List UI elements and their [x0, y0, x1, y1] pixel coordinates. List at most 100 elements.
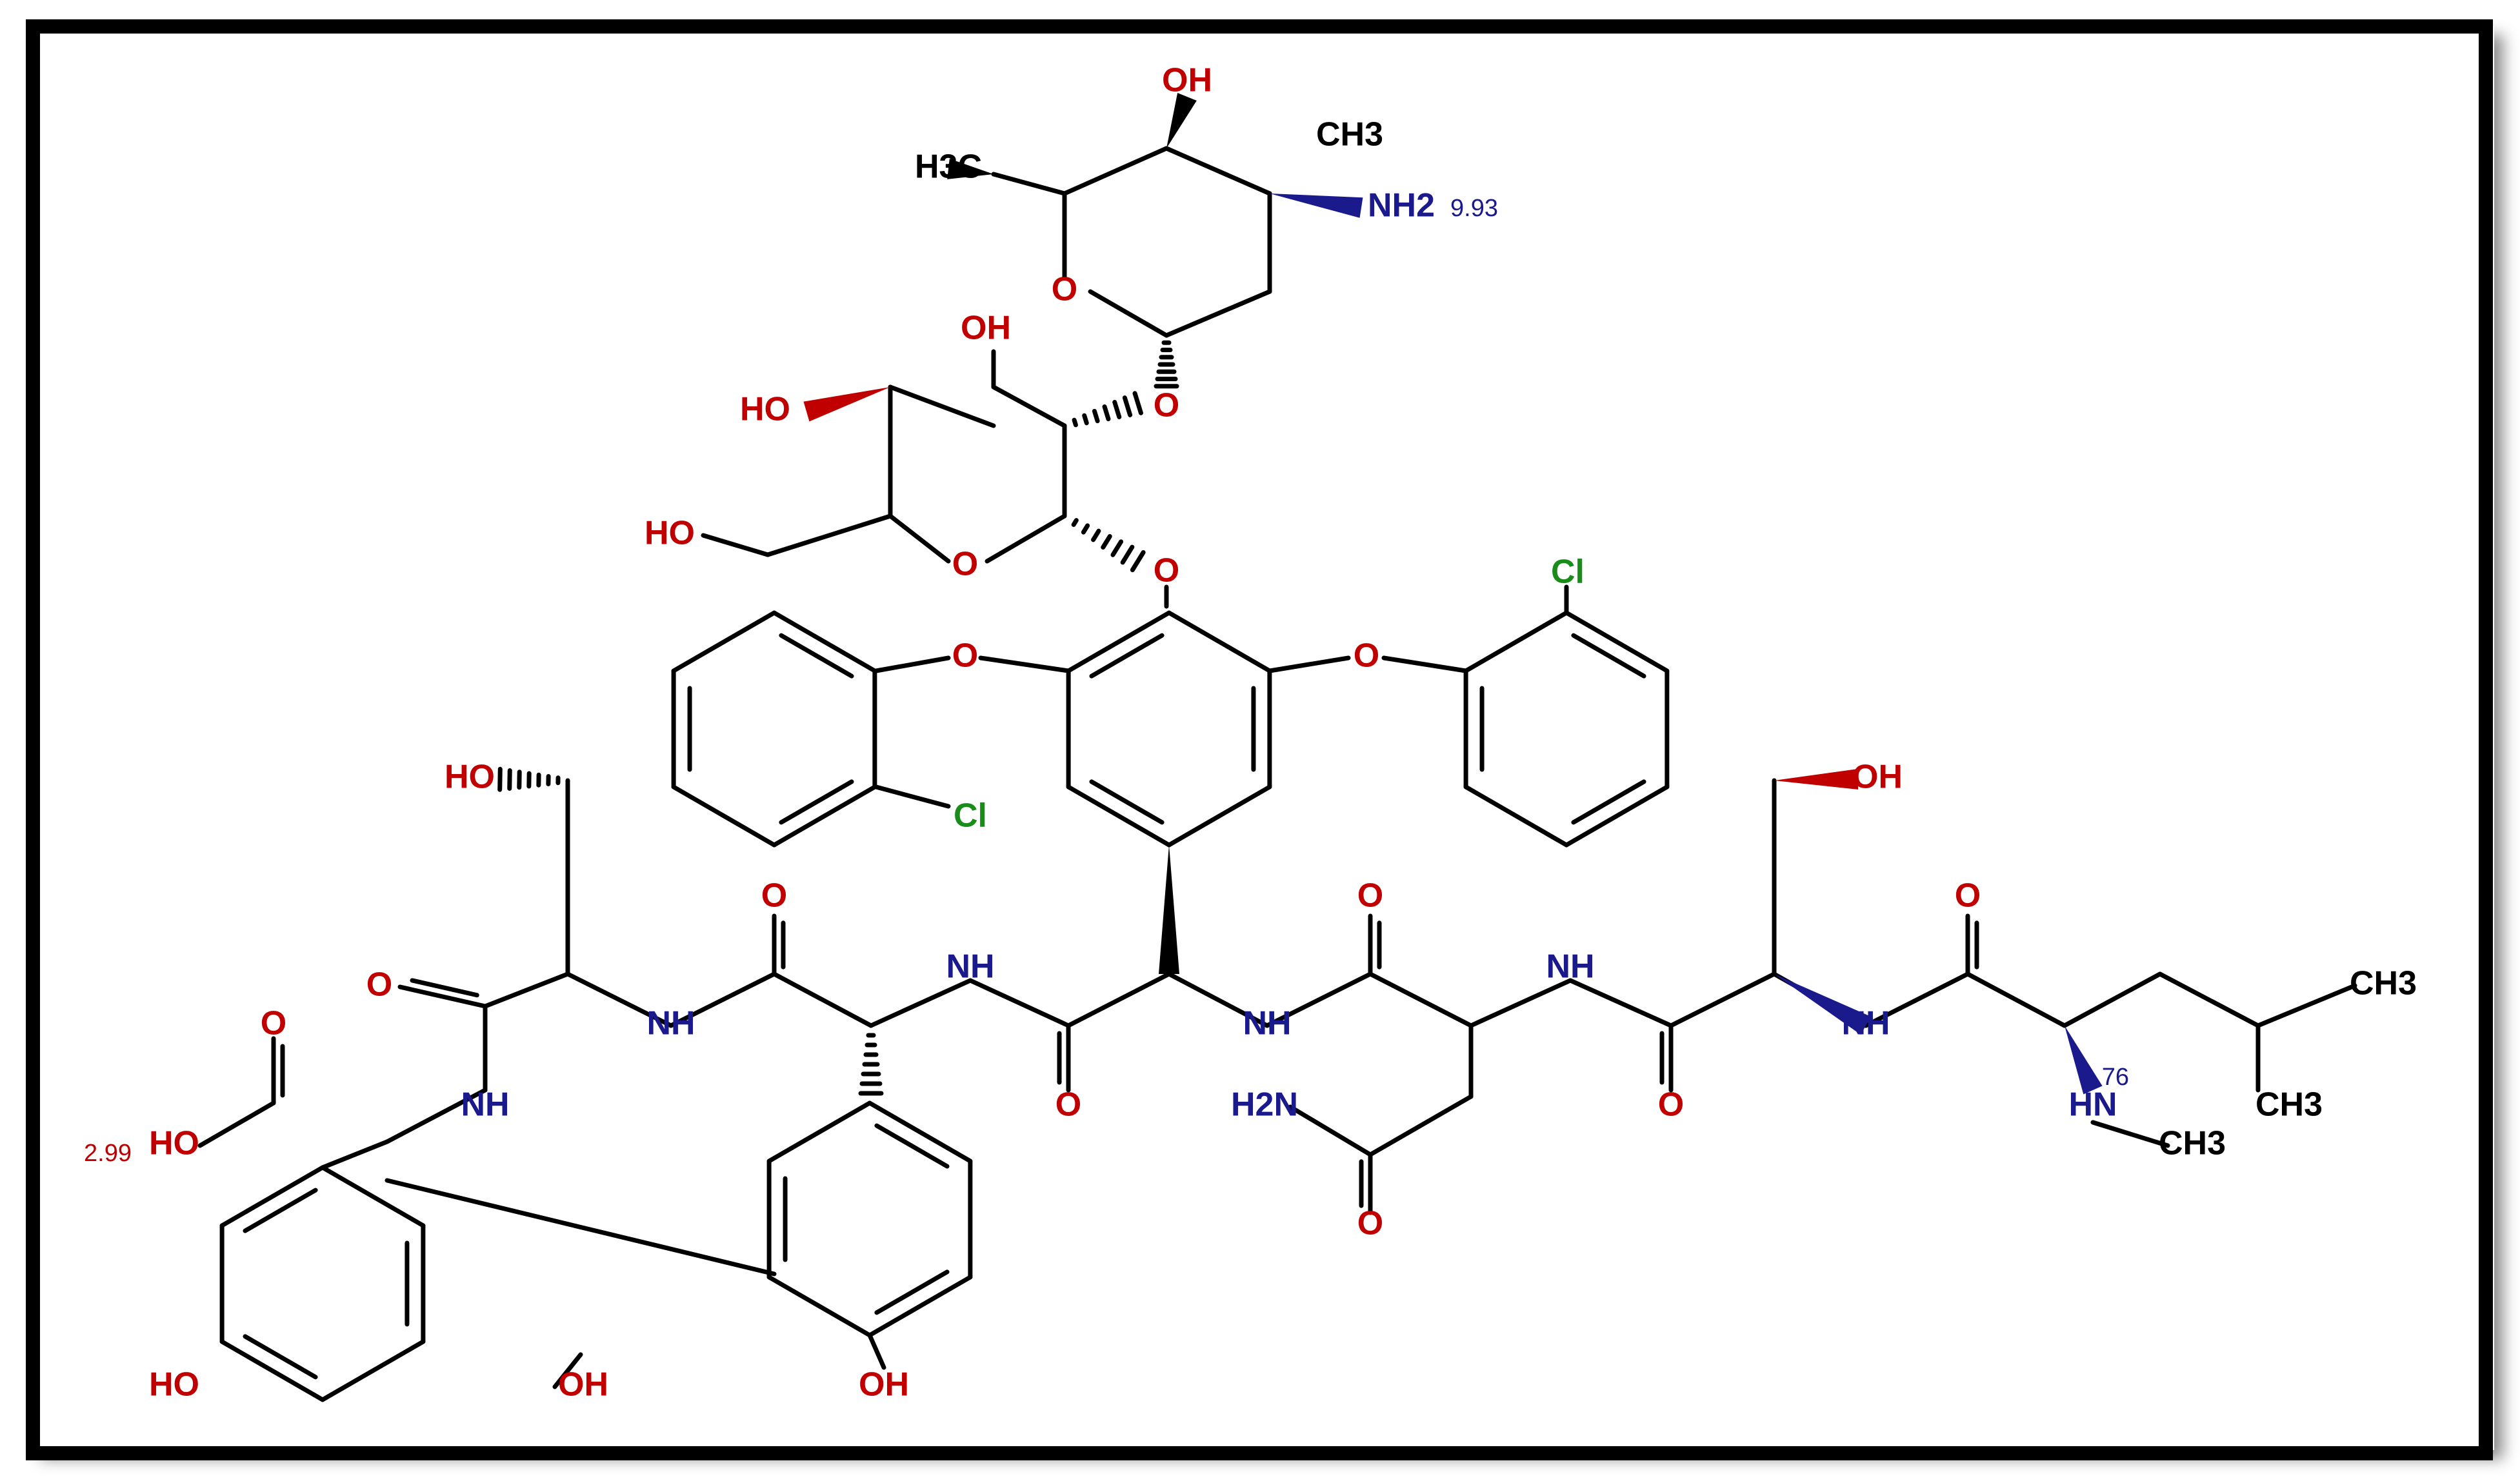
bond-79 — [1071, 518, 1079, 527]
bond-33 — [320, 1165, 426, 1228]
bond-145 — [497, 766, 503, 792]
bond-27 — [320, 1339, 426, 1402]
bond-136 — [1288, 1104, 1373, 1157]
bond-76 — [1112, 400, 1122, 419]
atom-o-ether-right: O — [1354, 637, 1379, 675]
atom-o-sugar2-ring: O — [1052, 271, 1077, 308]
bond-45 — [991, 172, 1067, 196]
atom-o-amide-6: O — [1955, 877, 1981, 915]
atom-nh-1: NH — [461, 1086, 509, 1124]
bond-94 — [565, 971, 674, 1028]
atom-o-amide-3: O — [1055, 1086, 1081, 1124]
atom-ch3-leu-1: CH3 — [2350, 965, 2417, 1002]
bond-15 — [1166, 610, 1272, 673]
atom-h2n-asn: H2N — [1231, 1086, 1298, 1124]
bond-47 — [1164, 146, 1272, 196]
bond-97 — [410, 978, 479, 998]
wedge-bond-61 — [947, 159, 994, 179]
atom-ho-sugar1-left: HO — [740, 391, 790, 428]
bond-36 — [867, 1275, 973, 1338]
bond-84 — [1120, 544, 1135, 565]
bond-46 — [1062, 146, 1169, 196]
bond-19 — [1571, 779, 1646, 825]
wedge-bond-71 — [803, 387, 890, 422]
atom-nh-2: NH — [646, 1005, 695, 1042]
wedge-bond-138 — [1774, 769, 1859, 790]
bond-85 — [1130, 550, 1146, 573]
bond-77 — [1122, 395, 1133, 417]
bond-29 — [243, 1334, 318, 1380]
bond-95 — [483, 971, 570, 1009]
bond-87 — [874, 655, 951, 673]
bond-23 — [1463, 610, 1569, 673]
bond-149 — [197, 1100, 276, 1148]
atom-o-amide-2: O — [761, 877, 787, 915]
bond-80 — [1081, 523, 1090, 535]
bond-78 — [1132, 391, 1143, 415]
atom-ho-benzylic-left: HO — [445, 759, 495, 796]
bond-13 — [1066, 610, 1172, 673]
atom-oh-benzylic-right: OH — [1852, 759, 1903, 796]
atom-oh-bottom-3: OH — [859, 1366, 909, 1404]
bond-57 — [991, 384, 1067, 428]
atom-o-asn: O — [1357, 1205, 1383, 1242]
bond-38 — [766, 1275, 872, 1338]
bond-82 — [1101, 533, 1112, 550]
bond-90 — [1381, 655, 1468, 673]
bond-0 — [772, 784, 877, 848]
atom-oh-sugar2-top: OH — [1162, 62, 1212, 99]
atom-label-layer: OH CH3 H3C NH2 9.93 O O OH HO HO O O O O… — [84, 62, 2417, 1404]
bond-6 — [772, 610, 877, 673]
bond-126 — [2255, 983, 2357, 1028]
bond-159 — [867, 1333, 886, 1370]
bond-109 — [1166, 971, 1270, 1028]
atom-o-amide-1: O — [366, 966, 392, 1004]
bond-52 — [888, 384, 996, 428]
bond-125 — [2157, 971, 2261, 1028]
bond-59 — [765, 513, 893, 557]
bond-72 — [1072, 417, 1078, 428]
bond-118 — [1668, 971, 1777, 1028]
bond-37 — [874, 1269, 950, 1315]
bond-73 — [1082, 413, 1089, 426]
bond-43 — [874, 1123, 950, 1169]
bond-89 — [1267, 655, 1351, 673]
atom-oh-sugar1-top: OH — [961, 310, 1011, 347]
wedge-bond-63 — [1270, 194, 1363, 218]
pka-carboxylic-acid: 2.99 — [84, 1140, 132, 1167]
atom-ch3-leu-2: CH3 — [2255, 1086, 2323, 1124]
bond-110 — [1265, 971, 1373, 1028]
bond-120 — [1863, 971, 1970, 1028]
figure-frame — [26, 19, 2493, 1460]
bond-54 — [888, 513, 951, 564]
bond-157 — [385, 1178, 777, 1277]
bond-146 — [320, 1139, 390, 1170]
bond-81 — [1091, 528, 1101, 542]
bond-41 — [766, 1100, 872, 1164]
atom-ch3-sugar2: CH3 — [1316, 116, 1383, 154]
atom-nh-6: NH — [1841, 1005, 1890, 1042]
atom-o-amide-4: O — [1357, 877, 1383, 915]
pka-n-methyl-amine: 9.76 — [2081, 1064, 2129, 1091]
atom-oh-bottom-2: OH — [558, 1366, 608, 1404]
bond-115 — [1568, 978, 1674, 1028]
bond-49 — [1164, 289, 1272, 338]
wedge-bond-130 — [1774, 974, 1871, 1035]
bond-5 — [671, 610, 777, 673]
bond-10 — [1066, 784, 1172, 848]
atom-o-amide-5: O — [1658, 1086, 1684, 1124]
bond-103 — [772, 971, 874, 1028]
wedge-bond-62 — [1166, 93, 1197, 148]
bond-88 — [978, 655, 1071, 673]
atom-ho-cooh: HO — [149, 1125, 199, 1162]
atom-ch3-nme: CH3 — [2159, 1125, 2226, 1162]
wedge-bond-129 — [2065, 1026, 2103, 1095]
bond-104 — [868, 978, 973, 1028]
atom-o-glyco-1: O — [1154, 552, 1179, 590]
atom-nh-5: NH — [1546, 948, 1594, 986]
bond-25 — [1571, 633, 1646, 679]
bond-31 — [219, 1165, 325, 1228]
bond-50 — [1088, 289, 1169, 338]
